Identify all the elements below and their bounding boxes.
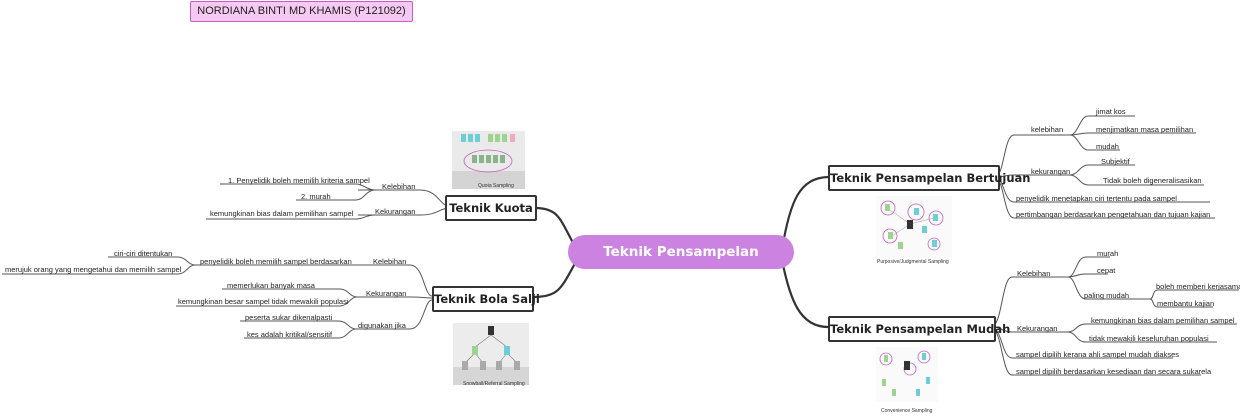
- bolasalji-kelebihan-label: Kelebihan: [373, 257, 407, 266]
- mudah-kelebihan-item-2: cepat: [1097, 266, 1116, 275]
- bertujuan-kelebihan-label: kelebihan: [1031, 125, 1064, 134]
- bertujuan-kelebihan-item-2: menjimatkan masa pemilihan: [1096, 125, 1194, 134]
- mudah-extra-item-1: sampel dipilih kerana ahli sampel mudah …: [1016, 350, 1180, 359]
- topic-pensampelan-mudah[interactable]: Teknik Pensampelan Mudah: [828, 316, 1010, 342]
- student-name-box: NORDIANA BINTI MD KHAMIS (P121092): [190, 1, 413, 22]
- bertujuan-kekurangan-item-1: Subjektif: [1101, 157, 1130, 166]
- quota-sampling-image: [452, 131, 525, 189]
- snowball-sampling-caption: Snowball/Referral Sampling: [463, 381, 525, 387]
- bolasalji-kekurangan-item-2: kemungkinan besar sampel tidak mewakili …: [178, 297, 349, 306]
- bolasalji-digunakan-label: digunakan jika: [358, 321, 406, 330]
- convenience-sampling-caption: Convenience Sampling: [881, 408, 933, 414]
- bolasalji-kelebihan-item: penyelidik boleh memilih sampel berdasar…: [200, 257, 352, 266]
- purposive-sampling-caption: Purposive/Judgmental Sampling: [877, 259, 949, 265]
- bertujuan-kelebihan-item-3: mudah: [1096, 142, 1119, 151]
- kuota-kelebihan-item-2: 2. murah: [301, 192, 331, 201]
- mudah-kelebihan-item-1: murah: [1097, 249, 1119, 258]
- quota-sampling-caption: Quota Sampling: [478, 183, 514, 189]
- mudah-paling-mudah-sub-1: boleh memberi kerjasama: [1156, 282, 1240, 291]
- bolasalji-kelebihan-sub-1: ciri-ciri ditentukan: [114, 249, 173, 258]
- purposive-sampling-image: [876, 196, 952, 258]
- bolasalji-kekurangan-item-1: memerlukan banyak masa: [227, 281, 315, 290]
- topic-pensampelan-bertujuan[interactable]: Teknik Pensampelan Bertujuan: [828, 165, 1030, 191]
- snowball-sampling-image: [453, 323, 529, 385]
- bertujuan-extra-item-2: pertimbangan berdasarkan pengetahuan dan…: [1016, 210, 1211, 219]
- bolasalji-kelebihan-sub-2: merujuk orang yang mengetahui dan memili…: [5, 265, 182, 274]
- kuota-kelebihan-item-1: 1. Penyelidik boleh memilih kriteria sam…: [228, 176, 370, 185]
- mudah-kekurangan-item-1: kemungkinan bias dalam pemilihan sampel: [1091, 316, 1235, 325]
- kuota-kekurangan-label: Kekurangan: [375, 207, 416, 216]
- bertujuan-kelebihan-item-1: jimat kos: [1096, 107, 1126, 116]
- mudah-kelebihan-item-3: paling mudah: [1084, 291, 1130, 300]
- bolasalji-kekurangan-label: Kekurangan: [366, 289, 407, 298]
- mudah-kelebihan-label: Kelebihan: [1017, 269, 1051, 278]
- kuota-kelebihan-label: Kelebihan: [382, 182, 416, 191]
- mudah-extra-item-2: sampel dipilih berdasarkan kesediaan dan…: [1016, 367, 1212, 376]
- mudah-paling-mudah-sub-2: membantu kajian: [1157, 299, 1215, 308]
- mudah-kekurangan-label: Kekurangan: [1017, 324, 1058, 333]
- bertujuan-kekurangan-item-2: Tidak boleh digeneralisasikan: [1103, 176, 1202, 185]
- bertujuan-kekurangan-label: kekurangan: [1031, 167, 1071, 176]
- topic-teknik-bola-salji[interactable]: Teknik Bola Salji: [432, 286, 540, 312]
- mudah-kekurangan-item-2: tidak mewakili keseluruhan populasi: [1089, 334, 1209, 343]
- central-topic[interactable]: Teknik Pensampelan Kualitatif: [568, 235, 794, 294]
- topic-teknik-kuota[interactable]: Teknik Kuota: [445, 195, 537, 221]
- convenience-sampling-image: [876, 347, 938, 402]
- bolasalji-digunakan-item-1: peserta sukar dikenalpasti: [245, 313, 333, 322]
- kuota-kekurangan-item: kemungkinan bias dalam pemilihan sampel: [210, 209, 354, 218]
- bertujuan-extra-item-1: penyelidik menetapkan ciri tertentu pada…: [1016, 194, 1177, 203]
- bolasalji-digunakan-item-2: kes adalah kritikal/sensitif: [247, 330, 333, 339]
